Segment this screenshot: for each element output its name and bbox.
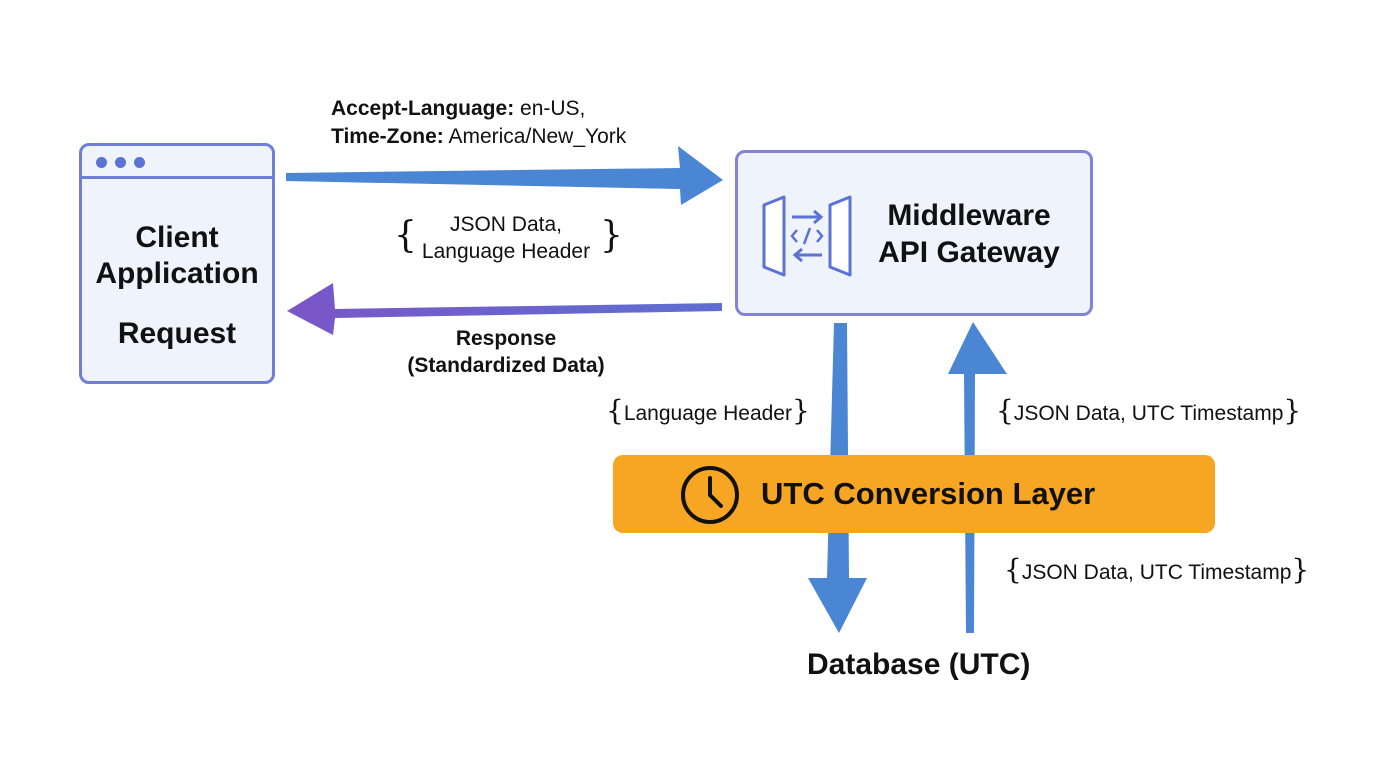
response-label-line1: Response — [455, 327, 557, 350]
window-dot-icon — [96, 157, 107, 168]
gateway-title-line1: Middleware — [887, 199, 1051, 232]
down-arrow-label: {Language Header} — [606, 394, 810, 427]
client-application-box: Client Application Request — [79, 143, 275, 384]
code-gateway-icon — [762, 195, 852, 277]
payload-line1: JSON Data, — [449, 213, 563, 236]
window-dot-icon — [115, 157, 126, 168]
utc-conversion-layer: UTC Conversion Layer — [613, 455, 1215, 533]
gateway-title-line2: API Gateway — [878, 236, 1060, 269]
up-arrow-label-bottom: {JSON Data, UTC Timestamp} — [1004, 553, 1310, 586]
payload-close-brace: } — [600, 215, 623, 256]
response-label-line2: (Standardized Data) — [407, 354, 605, 377]
client-title-line3: Request — [117, 317, 237, 350]
database-label: Database (UTC) — [807, 648, 1031, 681]
up-arrow-label-top: {JSON Data, UTC Timestamp} — [996, 394, 1302, 427]
request-arrow — [286, 146, 723, 205]
payload-open-brace: { — [394, 215, 417, 256]
middleware-gateway-box: Middleware API Gateway — [735, 150, 1093, 316]
request-header-timezone: Time-Zone: America/New_York — [331, 125, 627, 148]
client-window-titlebar — [82, 146, 272, 179]
client-title-line1: Client — [135, 221, 219, 254]
utc-layer-label: UTC Conversion Layer — [761, 476, 1096, 511]
clock-icon — [681, 466, 739, 524]
client-title-line2: Application — [95, 257, 259, 290]
payload-line2: Language Header — [421, 240, 591, 263]
response-arrow — [287, 283, 722, 335]
request-header-language: Accept-Language: en-US, — [331, 97, 586, 120]
window-dot-icon — [134, 157, 145, 168]
